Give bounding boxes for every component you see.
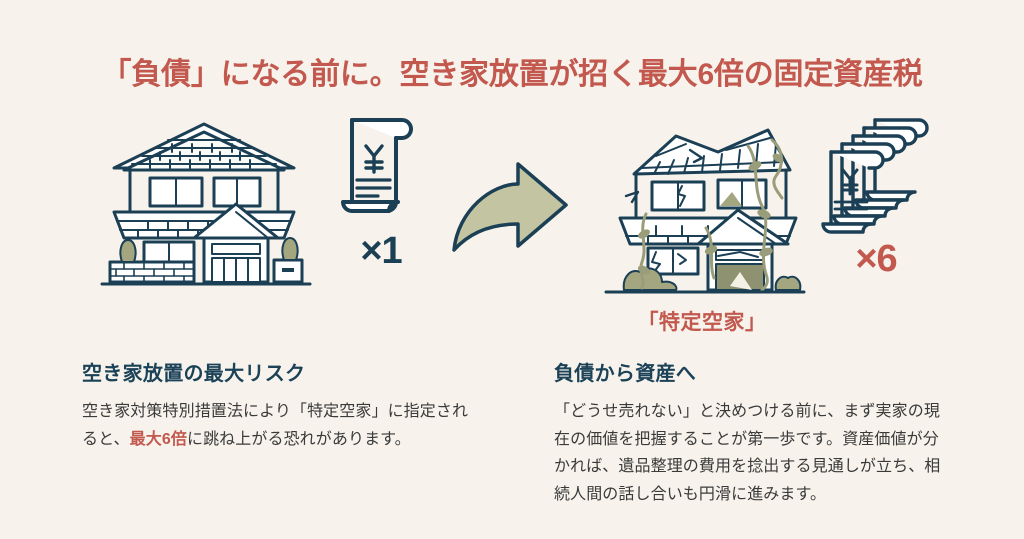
column-asset-heading: 負債から資産へ [554, 363, 697, 385]
illustration-document-single: ×1 [322, 110, 440, 270]
house-good-icon [100, 122, 312, 286]
column-risk-highlight: 最大6倍 [129, 430, 187, 448]
illustration-documents-stack: ×6 [812, 110, 940, 278]
column-risk: 空き家放置の最大リスク 空き家対策特別措置法により「特定空家」に指定されると、最… [82, 362, 482, 453]
tax-documents-stack-icon [821, 118, 929, 234]
tokutei-akiya-label: 「特定空家」 [637, 311, 767, 334]
multiplier-after: ×6 [855, 238, 897, 280]
title-row: 「負債」になる前に。空き家放置が招く最大6倍の固定資産税 [0, 36, 1024, 114]
column-asset: 負債から資産へ 「どうせ売れない」と決めつける前に、まず実家の現在の価値を把握す… [554, 362, 954, 508]
column-risk-heading: 空き家放置の最大リスク [82, 363, 306, 385]
page-title: 「負債」になる前に。空き家放置が招く最大6倍の固定資産税 [101, 58, 923, 92]
column-asset-body: 「どうせ売れない」と決めつける前に、まず実家の現在の価値を把握することが第一歩で… [554, 403, 941, 503]
copy-columns: 空き家放置の最大リスク 空き家対策特別措置法により「特定空家」に指定されると、最… [0, 362, 1024, 532]
column-risk-body-before: 空き家対策特別措置法により「特定空家」に指定されると、 [82, 403, 469, 448]
column-risk-body: 空き家対策特別措置法により「特定空家」に指定されると、最大6倍に跳ね上がる恐れが… [82, 398, 482, 453]
tax-document-icon [341, 118, 413, 213]
column-risk-body-after: に跳ね上がる恐れがあります。 [186, 430, 411, 448]
illustration-band: ×1 [0, 110, 1024, 345]
illustration-house-good [88, 110, 320, 295]
illustration-arrow [444, 110, 576, 256]
house-derelict-icon [604, 128, 806, 294]
multiplier-before: ×1 [360, 230, 402, 272]
curved-arrow-right-icon [452, 162, 568, 252]
illustration-house-bad: 「特定空家」 [588, 110, 816, 336]
